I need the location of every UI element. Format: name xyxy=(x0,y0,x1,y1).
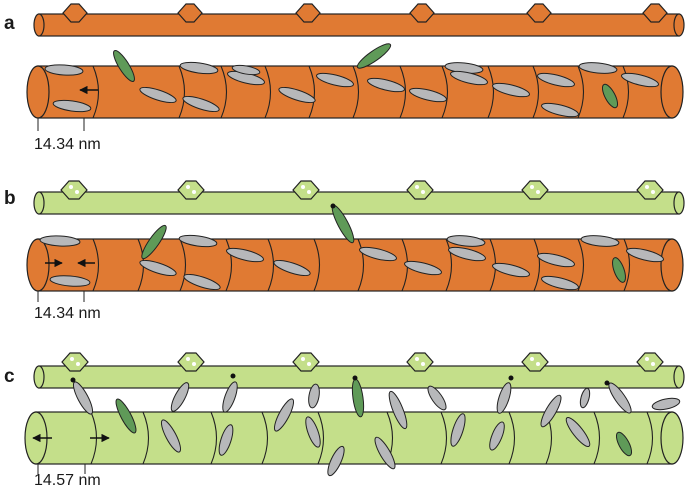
microtubule-tube-a xyxy=(26,43,684,119)
protofilament-rod-c xyxy=(33,352,685,389)
panel-label-a: a xyxy=(4,13,15,34)
attachment-dot-b xyxy=(330,203,336,209)
grey-subunits-a xyxy=(44,61,659,118)
measure-ticks-b xyxy=(37,291,85,302)
panel-c: c xyxy=(4,352,685,489)
panel-a: a xyxy=(4,3,685,153)
hexagon-markers-b xyxy=(60,180,664,200)
dark-green-subunits-c xyxy=(115,378,633,457)
attachment-dots-c xyxy=(70,373,610,386)
microtubule-tube-b xyxy=(26,203,684,292)
microtubule-tube-c xyxy=(24,373,684,477)
hexagon-markers-a xyxy=(62,3,668,23)
measurement-label-c: 14.57 nm xyxy=(34,472,101,489)
panel-label-b: b xyxy=(4,188,16,209)
dark-green-subunits-a xyxy=(113,43,619,109)
panel-b: b xyxy=(4,180,685,322)
measurement-label-a: 14.34 nm xyxy=(34,136,101,153)
grey-subunits-b xyxy=(39,234,664,291)
tube-segments-a xyxy=(92,65,630,119)
protofilament-rod-b xyxy=(33,180,685,215)
hexagon-markers-c xyxy=(61,352,664,372)
measurement-label-b: 14.34 nm xyxy=(34,305,101,322)
grey-subunits-c xyxy=(72,381,681,477)
tube-segments-c xyxy=(90,411,654,465)
dark-green-subunits-b xyxy=(141,204,626,283)
measure-ticks-c xyxy=(37,464,86,474)
measure-ticks-a xyxy=(37,118,85,131)
protofilament-rod-a xyxy=(33,3,685,37)
panel-label-c: c xyxy=(4,366,15,387)
